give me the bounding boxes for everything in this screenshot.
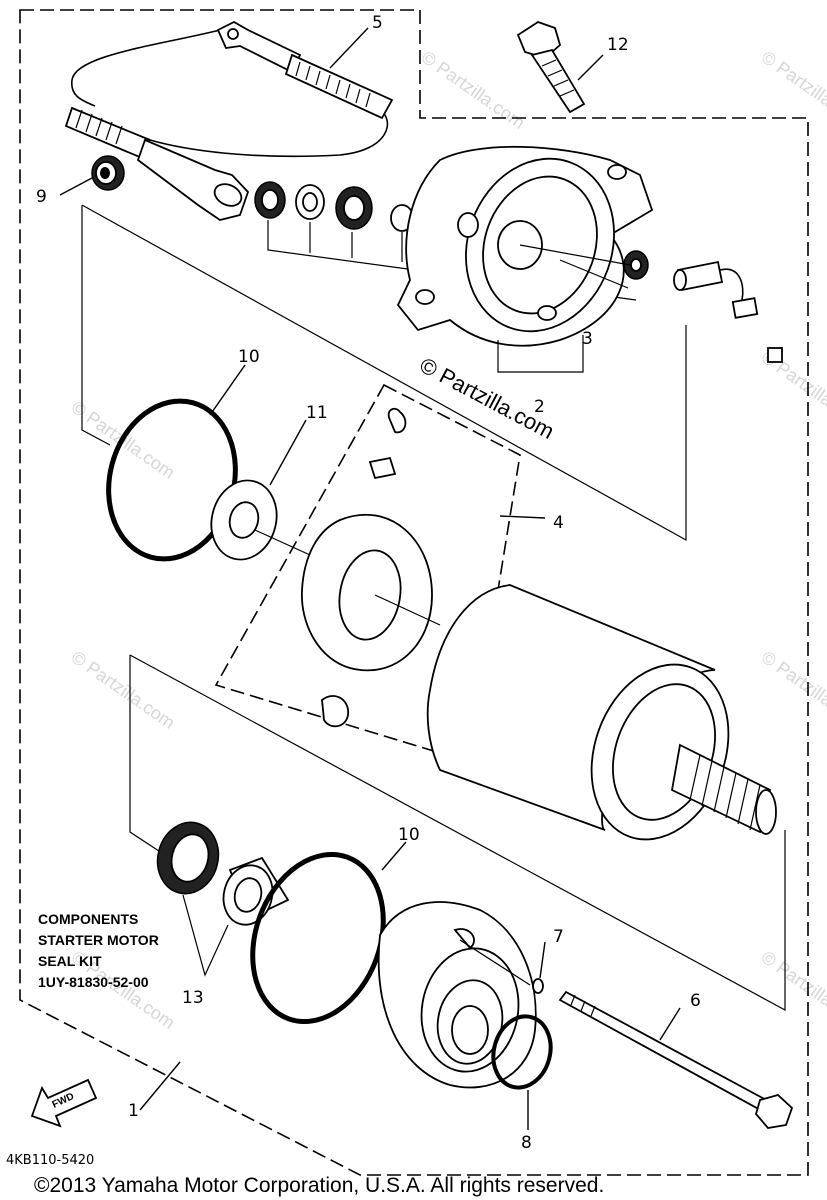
faint-watermark: © Partzilla.com xyxy=(68,647,179,733)
callout-11: 11 xyxy=(306,403,328,423)
washer-11 xyxy=(210,479,278,561)
callout-12: 12 xyxy=(607,35,629,55)
o-ring-10-bottom xyxy=(250,851,386,1025)
callout-6: 6 xyxy=(690,991,701,1011)
callout-3: 3 xyxy=(582,329,593,349)
callout-8: 8 xyxy=(521,1133,532,1153)
bolt-12 xyxy=(516,21,586,114)
assembly-boundary-dashed xyxy=(19,9,809,1176)
fwd-arrow: FWD xyxy=(30,1078,98,1128)
note-line-2: STARTER MOTOR xyxy=(38,932,159,948)
callout-10-top: 10 xyxy=(238,347,260,367)
starter-cable-5 xyxy=(64,20,394,221)
callout-bracket-2 xyxy=(497,335,584,373)
nut-9 xyxy=(91,155,125,191)
terminal-lead xyxy=(673,260,783,363)
leader-lines xyxy=(59,27,681,1130)
starter-motor-yoke xyxy=(426,584,777,841)
through-bolt-6 xyxy=(558,990,794,1129)
callout-4: 4 xyxy=(553,513,564,533)
guide-lines xyxy=(81,204,786,1012)
callout-5: 5 xyxy=(372,13,383,33)
diagram-code: 4KB110-5420 xyxy=(6,1153,94,1168)
callout-numbers: 1 2 3 4 5 6 7 8 9 10 10 11 12 13 xyxy=(36,13,701,1153)
copyright-notice: ©2013 Yamaha Motor Corporation, U.S.A. A… xyxy=(34,1174,604,1197)
callout-9: 9 xyxy=(36,187,47,207)
front-cover xyxy=(377,901,537,1089)
seal-kit-note: COMPONENTS STARTER MOTOR SEAL KIT 1UY-81… xyxy=(38,911,159,990)
callout-13: 13 xyxy=(182,988,204,1008)
callout-7: 7 xyxy=(553,927,564,947)
callout-10-bottom: 10 xyxy=(398,825,420,845)
small-o-ring-7 xyxy=(532,978,544,994)
callout-2: 2 xyxy=(534,397,545,417)
rear-cover-housing xyxy=(396,145,654,347)
faint-watermark: © Partzilla.com xyxy=(758,947,827,1033)
o-ring-8 xyxy=(491,1014,553,1090)
brush-plate xyxy=(254,407,441,728)
faint-watermark: © Partzilla.com xyxy=(758,47,827,133)
callout-1: 1 xyxy=(128,1101,139,1121)
note-line-4: 1UY-81830-52-00 xyxy=(38,974,149,990)
faint-watermark: © Partzilla.com xyxy=(418,47,529,133)
note-line-3: SEAL KIT xyxy=(38,953,102,969)
note-line-1: COMPONENTS xyxy=(38,911,138,927)
faint-watermark: © Partzilla.com xyxy=(758,647,827,733)
